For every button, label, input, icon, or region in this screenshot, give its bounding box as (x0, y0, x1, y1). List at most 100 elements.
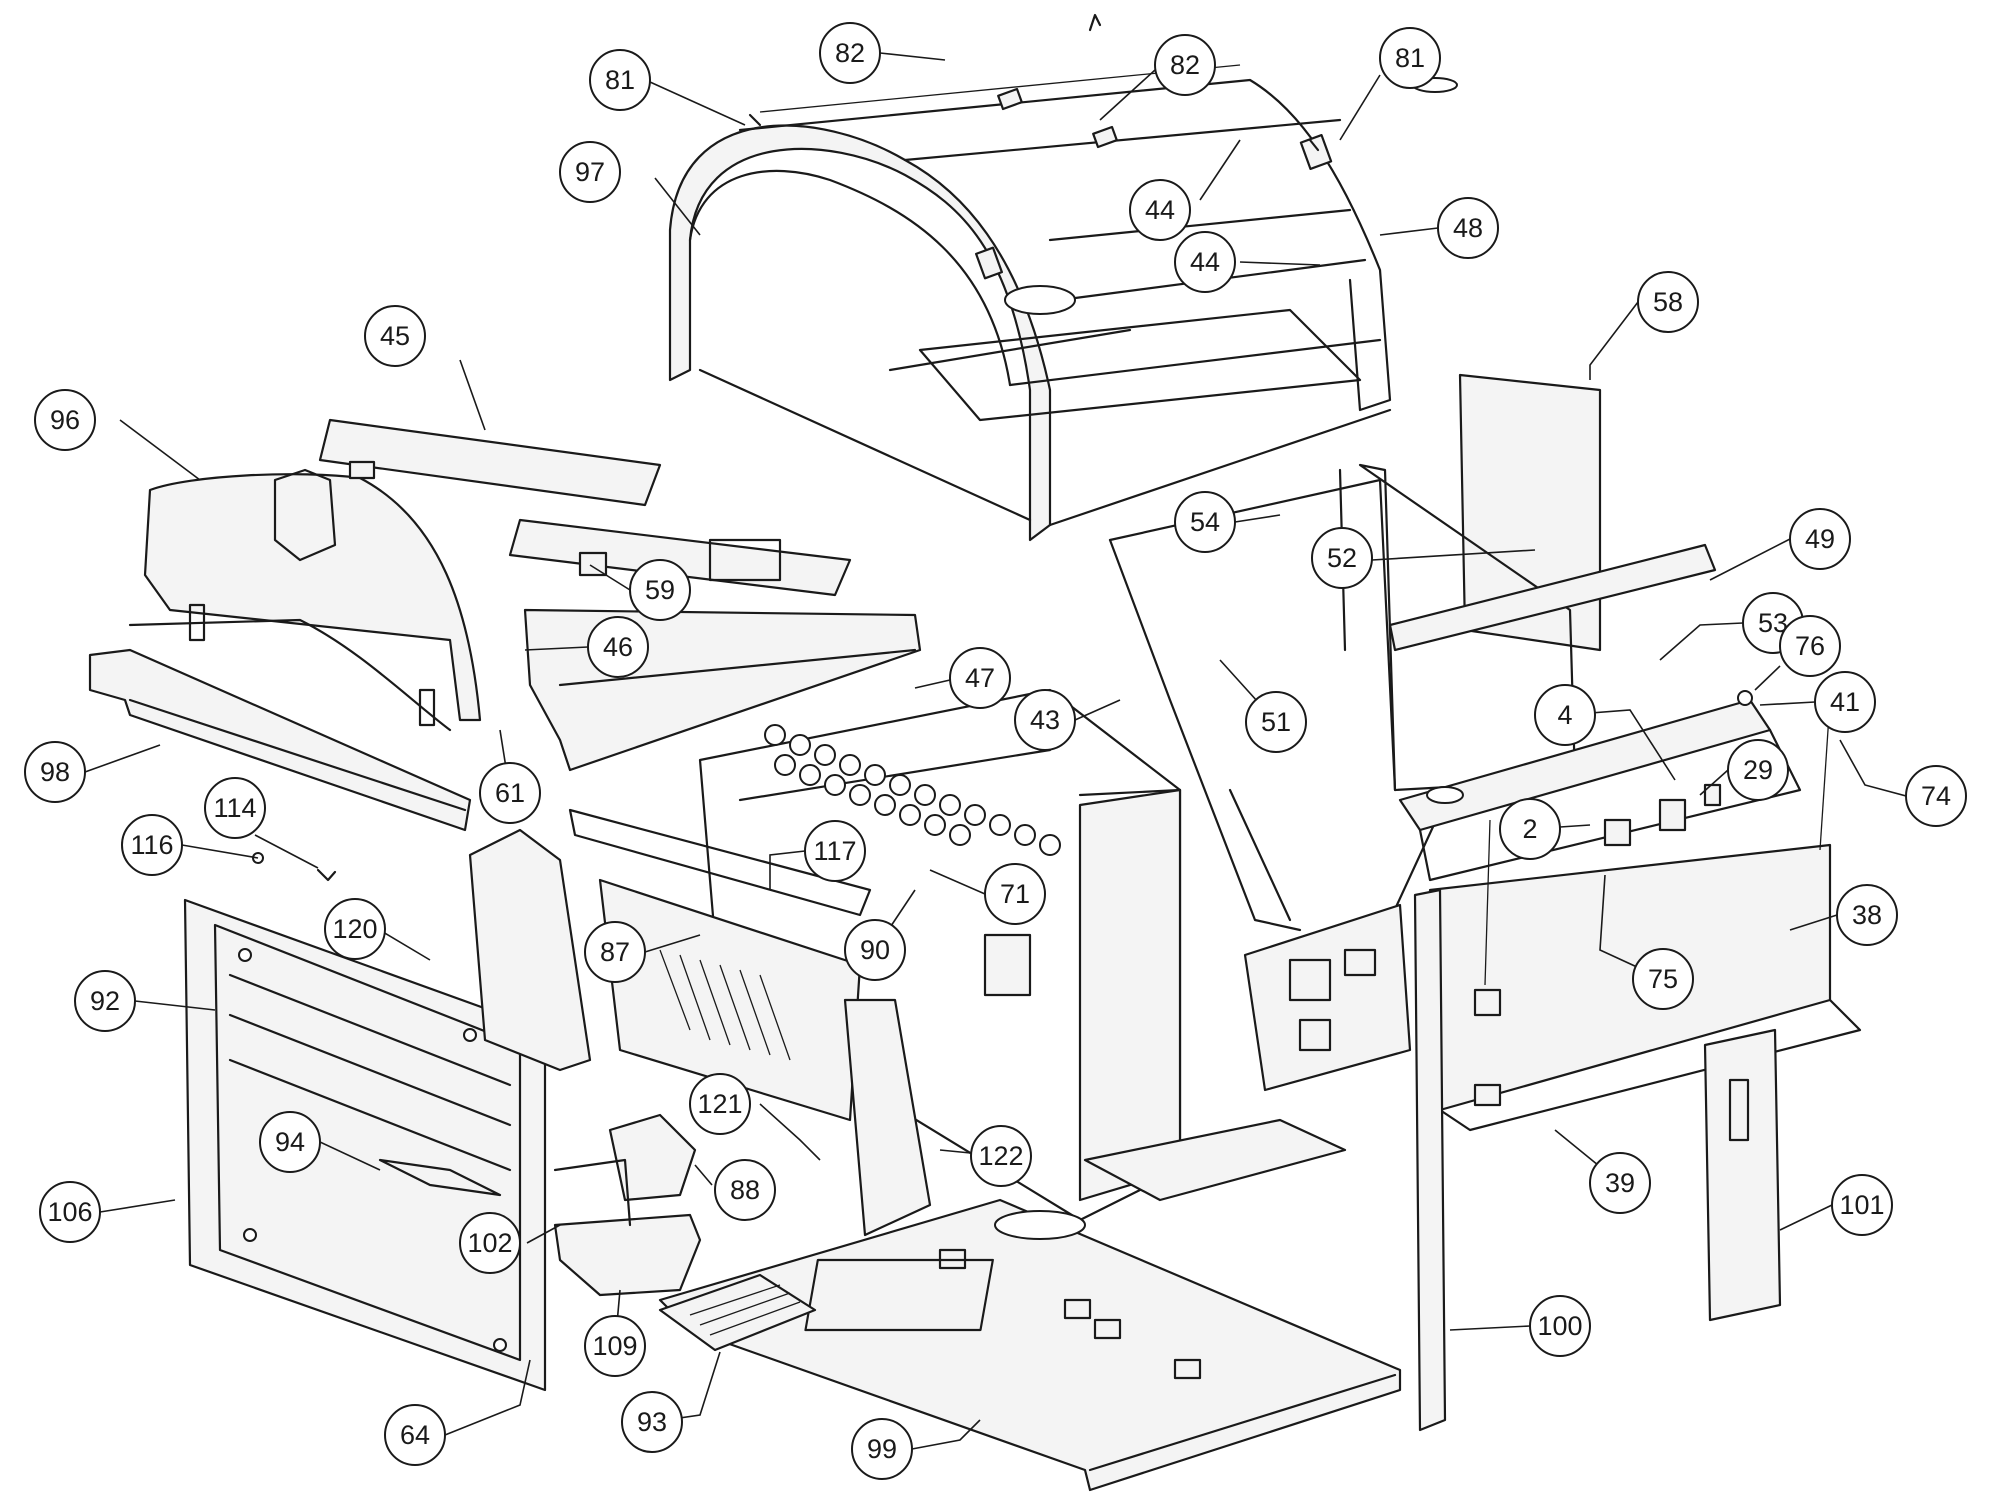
svg-text:82: 82 (835, 38, 865, 68)
svg-text:4: 4 (1557, 700, 1572, 730)
callout-122: 122 (970, 1125, 1032, 1187)
svg-text:94: 94 (275, 1127, 305, 1157)
svg-text:98: 98 (40, 757, 70, 787)
callout-96: 96 (34, 389, 96, 451)
svg-text:44: 44 (1190, 247, 1220, 277)
svg-text:61: 61 (495, 778, 525, 808)
angle-rails (523, 608, 922, 772)
vent-holes (764, 724, 1061, 856)
callout-45: 45 (364, 305, 426, 367)
callout-76: 76 (1779, 615, 1841, 677)
hood-assembly (668, 64, 1392, 542)
svg-text:59: 59 (645, 575, 675, 605)
callout-93: 93 (621, 1391, 683, 1453)
callout-49: 49 (1789, 508, 1851, 570)
front-rail (88, 648, 472, 832)
svg-text:38: 38 (1852, 900, 1882, 930)
svg-text:117: 117 (813, 836, 856, 866)
callout-82: 82 (1154, 34, 1216, 96)
callout-109: 109 (584, 1315, 646, 1377)
callout-98: 98 (24, 741, 86, 803)
left-end-panel (128, 468, 482, 732)
deflector-assembly (568, 808, 932, 1237)
callout-43: 43 (1014, 689, 1076, 751)
callout-52: 52 (1311, 527, 1373, 589)
callout-87: 87 (584, 921, 646, 983)
svg-text:74: 74 (1921, 781, 1951, 811)
callout-38: 38 (1836, 884, 1898, 946)
svg-text:43: 43 (1030, 705, 1060, 735)
heat-shield (468, 828, 592, 1072)
callout-51: 51 (1245, 691, 1307, 753)
svg-text:88: 88 (730, 1175, 760, 1205)
svg-text:2: 2 (1522, 814, 1537, 844)
svg-text:48: 48 (1453, 213, 1483, 243)
callout-39: 39 (1589, 1152, 1651, 1214)
lid-plates (318, 418, 852, 597)
callout-100: 100 (1529, 1295, 1591, 1357)
callout-48: 48 (1437, 197, 1499, 259)
drawing-parts (88, 13, 1862, 1492)
bottom-plate (658, 1198, 1402, 1492)
svg-text:93: 93 (637, 1407, 667, 1437)
callout-99: 99 (851, 1418, 913, 1480)
callout-88: 88 (714, 1159, 776, 1221)
svg-text:41: 41 (1830, 687, 1860, 717)
callout-58: 58 (1637, 271, 1699, 333)
callout-97: 97 (559, 141, 621, 203)
callout-44: 44 (1129, 179, 1191, 241)
callout-54: 54 (1174, 491, 1236, 553)
control-tray (1398, 690, 1802, 882)
svg-text:101: 101 (1839, 1190, 1884, 1220)
ash-grate (658, 1273, 817, 1352)
svg-text:109: 109 (592, 1331, 637, 1361)
svg-text:106: 106 (47, 1197, 92, 1227)
callout-46: 46 (587, 616, 649, 678)
svg-text:92: 92 (90, 986, 120, 1016)
callout-bubbles: 82 82 81 81 97 44 44 48 58 45 96 54 52 4… (24, 22, 1967, 1480)
callout-75: 75 (1632, 948, 1694, 1010)
callout-116: 116 (121, 814, 183, 876)
callout-90: 90 (844, 919, 906, 981)
leader-lines (84, 52, 1907, 1450)
callout-101: 101 (1831, 1174, 1893, 1236)
svg-text:52: 52 (1327, 543, 1357, 573)
svg-text:45: 45 (380, 321, 410, 351)
callout-94: 94 (259, 1111, 321, 1173)
svg-text:99: 99 (867, 1434, 897, 1464)
door-frame (183, 898, 547, 1392)
callout-61: 61 (479, 762, 541, 824)
svg-text:102: 102 (467, 1228, 512, 1258)
callout-29: 29 (1727, 739, 1789, 801)
bottom-tray (1083, 1118, 1347, 1202)
callout-106: 106 (39, 1181, 101, 1243)
svg-text:96: 96 (50, 405, 80, 435)
svg-text:116: 116 (130, 830, 173, 860)
svg-text:121: 121 (697, 1089, 742, 1119)
callout-74: 74 (1905, 765, 1967, 827)
callout-120: 120 (324, 898, 386, 960)
svg-text:29: 29 (1743, 755, 1773, 785)
svg-text:44: 44 (1145, 195, 1175, 225)
hopper-assembly (1108, 373, 1717, 932)
callout-81: 81 (589, 49, 651, 111)
svg-text:71: 71 (1000, 879, 1030, 909)
svg-text:51: 51 (1261, 707, 1291, 737)
burn-pot (553, 1113, 702, 1297)
svg-text:64: 64 (400, 1420, 430, 1450)
callout-41: 41 (1814, 671, 1876, 733)
svg-text:90: 90 (860, 935, 890, 965)
svg-text:39: 39 (1605, 1168, 1635, 1198)
firebox-body (698, 538, 1182, 1222)
svg-text:120: 120 (332, 914, 377, 944)
svg-text:122: 122 (978, 1141, 1023, 1171)
callout-44: 44 (1174, 231, 1236, 293)
callout-71: 71 (984, 863, 1046, 925)
leg-panels (1413, 888, 1782, 1432)
svg-text:97: 97 (575, 157, 605, 187)
callout-117: 117 (804, 820, 866, 882)
controller-board (1243, 903, 1412, 1092)
svg-text:46: 46 (603, 632, 633, 662)
svg-text:114: 114 (213, 793, 256, 823)
